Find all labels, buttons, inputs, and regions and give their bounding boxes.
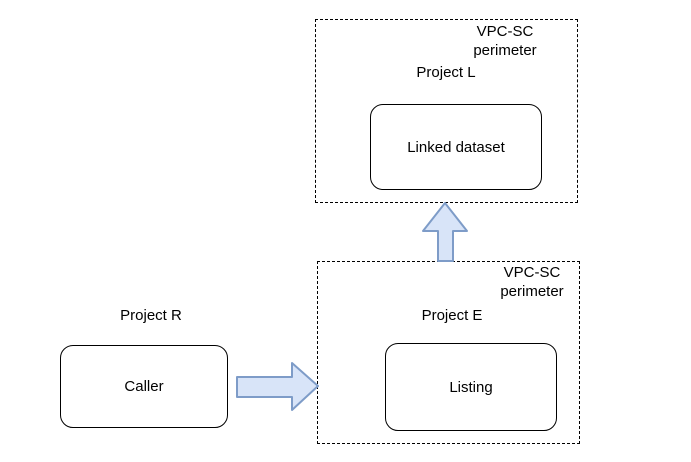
block-arrow-up-icon <box>422 202 468 262</box>
perimeter-label-top-line1: VPC-SC <box>476 23 534 40</box>
project-e-label: Project E <box>421 307 483 324</box>
listing-label: Listing <box>449 378 493 396</box>
listing-node: Listing <box>385 343 557 431</box>
caller-label: Caller <box>124 378 164 395</box>
project-r-label: Project R <box>120 307 182 324</box>
linked-dataset-node: Linked dataset <box>370 104 542 190</box>
caller-node: Caller <box>60 345 228 428</box>
block-arrow-right-icon <box>236 362 319 411</box>
perimeter-label-bottom: VPC-SC perimeter <box>462 263 602 301</box>
perimeter-label-top: VPC-SC perimeter <box>435 22 575 60</box>
perimeter-label-top-line2: perimeter <box>473 42 537 59</box>
perimeter-label-bottom-line1: VPC-SC <box>503 264 561 281</box>
project-l-label: Project L <box>416 64 476 81</box>
perimeter-label-bottom-line2: perimeter <box>500 283 564 300</box>
linked-dataset-label: Linked dataset <box>407 138 505 156</box>
